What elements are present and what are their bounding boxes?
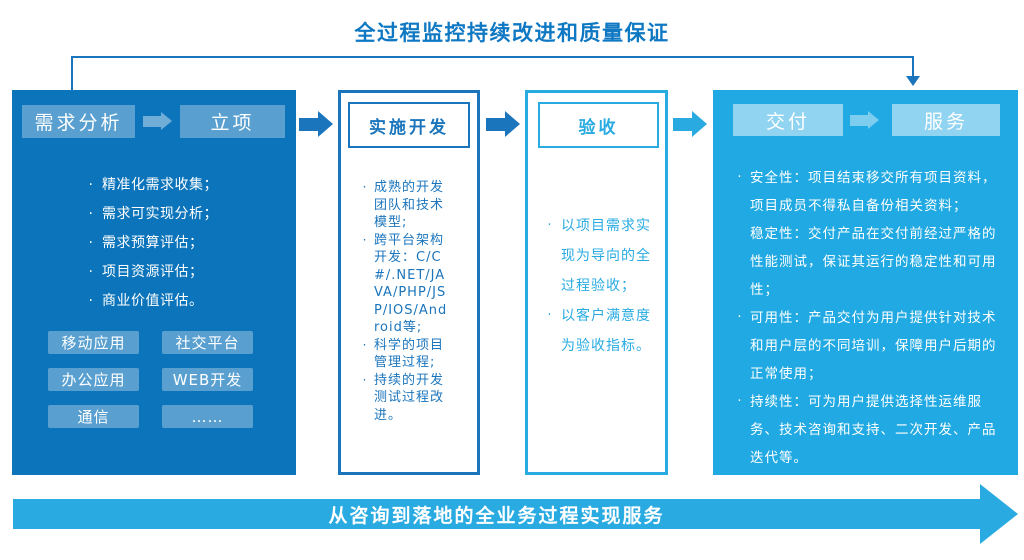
bullet-text: 需求预算评估； <box>102 235 204 251</box>
arrow-right-icon <box>143 112 172 130</box>
bottom-banner-arrow-head-icon <box>980 484 1018 544</box>
stage-acceptance-panel: 验收 · 以项目需求实现为导向的全过程验收； · 以客户满意度为验收指标。 <box>525 90 668 475</box>
bullet-marker: · <box>547 308 553 323</box>
bullet-marker: · <box>737 310 743 325</box>
bullet-marker: · <box>88 206 94 222</box>
bullet-text: 以项目需求实现为导向的全过程验收； <box>561 218 651 294</box>
tab-service: 服务 <box>892 104 1000 136</box>
bullet-marker: · <box>88 235 94 251</box>
list-item: · 以客户满意度为验收指标。 <box>539 301 657 361</box>
flow-arrow-icon <box>299 111 333 137</box>
arrow-head <box>692 111 707 137</box>
arrow-head <box>318 111 333 137</box>
stage-requirements-panel: 需求分析 立项 · 精准化需求收集； · 需求可实现分析； · 需求预 <box>12 90 296 475</box>
monitoring-bracket-down-arrow-icon <box>71 56 920 90</box>
stage-acceptance-heading: 验收 <box>538 102 659 148</box>
list-item: · 需求可实现分析； <box>80 200 280 229</box>
tag-chip: WEB开发 <box>162 368 253 391</box>
bullet-text: 商业价值评估。 <box>102 293 204 309</box>
bottom-banner-text: 从咨询到落地的全业务过程实现服务 <box>328 504 665 527</box>
bullet-marker: · <box>362 232 368 247</box>
arrow-shaft <box>850 114 868 126</box>
tag-chip: …… <box>162 405 253 428</box>
bullet-marker: · <box>737 394 743 409</box>
tab-requirements-analysis: 需求分析 <box>22 105 135 138</box>
bottom-banner-arrow: 从咨询到落地的全业务过程实现服务 <box>13 499 980 529</box>
bullet-text: 科学的项目管理过程; <box>374 337 445 371</box>
acceptance-bullet-list: · 以项目需求实现为导向的全过程验收； · 以客户满意度为验收指标。 <box>539 211 657 361</box>
bullet-text: 需求可实现分析； <box>102 206 218 222</box>
bullet-text: 以客户满意度为验收指标。 <box>561 308 651 354</box>
bullet-marker: · <box>88 177 94 193</box>
list-item: · 科学的项目管理过程; <box>356 337 450 372</box>
list-item: · 商业价值评估。 <box>80 287 280 316</box>
tag-chip: 办公应用 <box>48 368 139 391</box>
application-tag-grid: 移动应用 社交平台 办公应用 WEB开发 通信 …… <box>48 331 253 428</box>
bullet-marker: · <box>362 337 368 352</box>
bullet-text: 安全性：项目结束移交所有项目资料，项目成员不得私自备份相关资料； <box>750 170 997 214</box>
list-item: · 项目资源评估； <box>80 258 280 287</box>
arrow-shaft <box>673 117 692 131</box>
list-item: · 需求预算评估； <box>80 229 280 258</box>
bullet-text: 稳定性：交付产品在交付前经过严格的性能测试，保证其运行的稳定性和可用性； <box>750 226 997 298</box>
requirements-bullet-list: · 精准化需求收集； · 需求可实现分析； · 需求预算评估； · 项目资源评估… <box>80 171 280 316</box>
arrow-head <box>868 111 879 129</box>
bullet-text: 成熟的开发团队和技术模型; <box>374 180 445 230</box>
stage-development-panel: 实施开发 · 成熟的开发团队和技术模型; · 跨平台架构开发：C/C#/.NET… <box>338 90 480 475</box>
arrow-shaft <box>486 117 505 131</box>
bullet-text: 可用性：产品交付为用户提供针对技术和用户层的不同培训，保障用户后期的正常使用； <box>750 310 997 382</box>
tag-chip: 移动应用 <box>48 331 139 354</box>
page-title: 全过程监控持续改进和质量保证 <box>354 21 670 45</box>
bullet-marker: · <box>547 218 553 233</box>
bullet-text: 精准化需求收集； <box>102 177 218 193</box>
bullet-text: 项目资源评估； <box>102 264 204 280</box>
bullet-text: 持续性：可为用户提供选择性运维服务、技术咨询和支持、二次开发、产品迭代等。 <box>750 394 997 466</box>
list-item: · 稳定性：交付产品在交付前经过严格的性能测试，保证其运行的稳定性和可用性； <box>730 220 1006 304</box>
list-item: · 持续性：可为用户提供选择性运维服务、技术咨询和支持、二次开发、产品迭代等。 <box>730 388 1006 472</box>
arrow-shaft <box>299 117 318 131</box>
bullet-marker: · <box>362 372 368 387</box>
tab-delivery: 交付 <box>733 104 843 136</box>
list-item: · 可用性：产品交付为用户提供针对技术和用户层的不同培训，保障用户后期的正常使用… <box>730 304 1006 388</box>
list-item: · 持续的开发测试过程改进。 <box>356 372 450 425</box>
list-item: · 以项目需求实现为导向的全过程验收； <box>539 211 657 301</box>
bullet-text: 持续的开发测试过程改进。 <box>374 372 445 423</box>
tag-chip: 通信 <box>48 405 139 428</box>
tab-project-initiation: 立项 <box>180 105 285 138</box>
arrow-head <box>505 111 520 137</box>
list-item: · 安全性：项目结束移交所有项目资料，项目成员不得私自备份相关资料； <box>730 164 1006 220</box>
stage-delivery-panel: 交付 服务 · 安全性：项目结束移交所有项目资料，项目成员不得私自备份相关资料；… <box>713 90 1018 475</box>
list-item: · 精准化需求收集； <box>80 171 280 200</box>
delivery-bullet-list: · 安全性：项目结束移交所有项目资料，项目成员不得私自备份相关资料； · 稳定性… <box>730 164 1006 472</box>
list-item: · 跨平台架构开发：C/C#/.NET/JAVA/PHP/JSP/IOS/And… <box>356 232 450 337</box>
list-item: · 成熟的开发团队和技术模型; <box>356 179 450 232</box>
bullet-marker: · <box>737 170 743 185</box>
arrow-head <box>161 112 172 130</box>
stage-development-heading: 实施开发 <box>348 102 470 148</box>
development-bullet-list: · 成熟的开发团队和技术模型; · 跨平台架构开发：C/C#/.NET/JAVA… <box>356 179 450 424</box>
bullet-marker: · <box>88 293 94 309</box>
bullet-marker: · <box>88 264 94 280</box>
tag-chip: 社交平台 <box>162 331 253 354</box>
bullet-text: 跨平台架构开发：C/C#/.NET/JAVA/PHP/JSP/IOS/Andro… <box>374 232 448 336</box>
flow-arrow-icon <box>486 111 520 137</box>
arrow-shaft <box>143 115 161 127</box>
flow-arrow-icon <box>673 111 707 137</box>
bullet-marker: · <box>362 180 368 194</box>
arrow-right-icon <box>850 111 879 129</box>
